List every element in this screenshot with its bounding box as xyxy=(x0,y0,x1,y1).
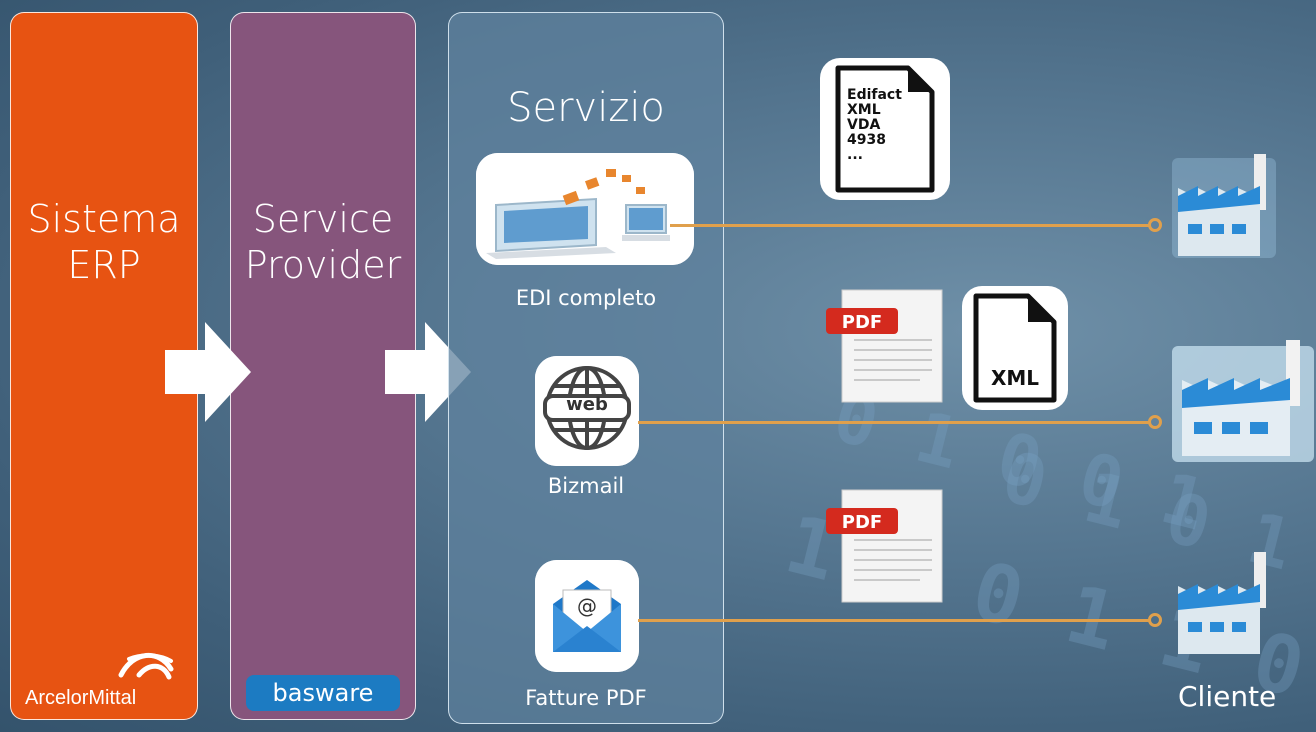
connector-line xyxy=(670,224,1150,227)
connector-line xyxy=(638,619,1150,622)
arcelormittal-logo: ArcelorMittal xyxy=(21,641,189,713)
arcelormittal-logo-text: ArcelorMittal xyxy=(25,687,137,709)
edi-format-item: VDA xyxy=(847,117,881,133)
pdf-invoice-service-card[interactable]: @ xyxy=(535,560,639,672)
sp-title-line2: Provider xyxy=(244,243,402,287)
service-title: Servizio xyxy=(507,85,665,131)
edi-format-item: XML xyxy=(847,102,881,118)
connector-end-ring xyxy=(1148,415,1162,429)
basware-logo: basware xyxy=(246,675,400,711)
bizmail-service-card[interactable]: web xyxy=(535,356,639,466)
connector-line xyxy=(638,421,1150,424)
basware-logo-text: basware xyxy=(272,679,374,707)
document-icon xyxy=(835,65,935,193)
computer-transfer-icon xyxy=(476,153,694,265)
pdf-document: PDF xyxy=(820,286,946,408)
sp-title-line1: Service xyxy=(252,197,394,241)
customer-factory-icon xyxy=(1170,550,1278,662)
web-globe-icon xyxy=(535,356,639,466)
bizmail-service-label: Bizmail xyxy=(547,474,625,498)
arrow-right-icon xyxy=(385,322,471,422)
erp-title-line2: ERP xyxy=(67,243,141,287)
xml-document-text: XML xyxy=(990,366,1040,390)
pdf-document-icon xyxy=(826,289,943,403)
email-at-icon xyxy=(535,560,639,672)
pdf-document-icon xyxy=(826,489,943,603)
web-icon-text: web xyxy=(566,394,608,415)
pdf-badge-text: PDF xyxy=(841,312,883,333)
edi-format-item: ... xyxy=(847,147,863,163)
pdf-invoice-service-label: Fatture PDF xyxy=(525,686,647,710)
document-icon xyxy=(973,293,1057,403)
at-icon-text: @ xyxy=(577,594,597,618)
edi-format-item: Edifact xyxy=(847,87,902,103)
edi-service-label: EDI completo xyxy=(515,286,657,310)
erp-title-line1: Sistema xyxy=(27,197,181,241)
arrow-right-icon xyxy=(165,322,251,422)
connector-end-ring xyxy=(1148,218,1162,232)
xml-document: XML xyxy=(962,286,1068,410)
edi-formats-document: Edifact XML VDA 4938 ... xyxy=(820,58,950,200)
pdf-document: PDF xyxy=(820,486,946,608)
customer-label: Cliente xyxy=(1178,680,1277,713)
pdf-badge-text: PDF xyxy=(841,512,883,533)
customer-factory-icon xyxy=(1170,152,1278,264)
connector-end-ring xyxy=(1148,613,1162,627)
customer-factory-icon xyxy=(1170,338,1316,468)
arcelormittal-logo-icon xyxy=(118,652,174,680)
edi-format-item: 4938 xyxy=(847,132,886,148)
edi-service-card[interactable] xyxy=(476,153,694,265)
